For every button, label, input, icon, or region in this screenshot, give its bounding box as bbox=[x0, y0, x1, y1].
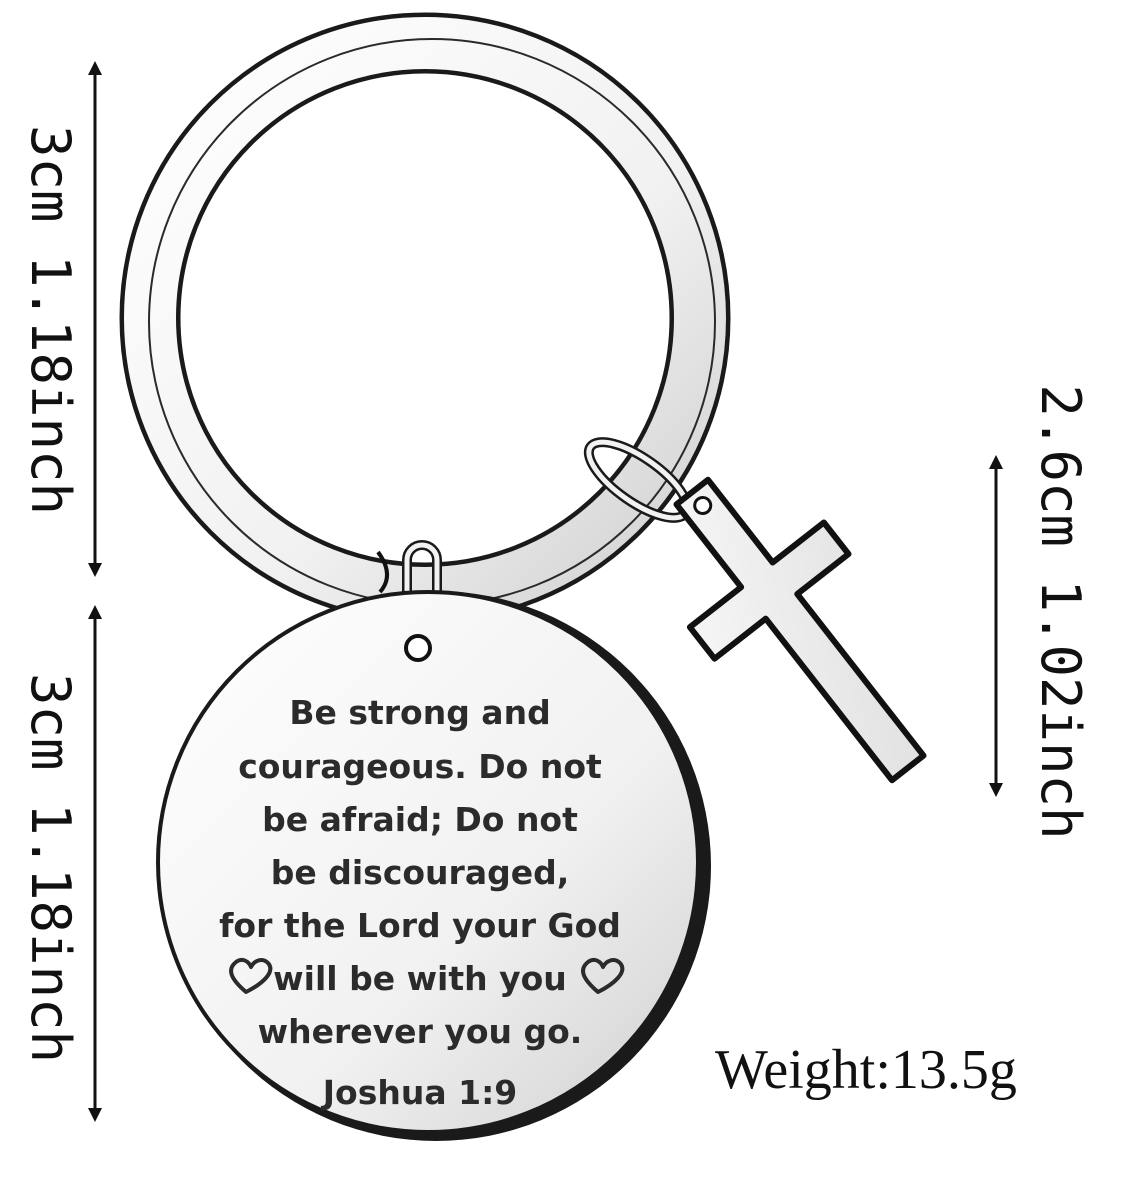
tag-dimension-label: 3cm 1.18inch bbox=[19, 673, 82, 1063]
left-heart-icon bbox=[229, 957, 273, 994]
engraving-line-3: be afraid; Do not bbox=[262, 800, 578, 839]
ring-dimension-label: 3cm 1.18inch bbox=[19, 125, 82, 515]
right-heart-icon bbox=[581, 957, 625, 994]
cross-dimension-label: 2.6cm 1.02inch bbox=[1029, 384, 1092, 839]
weight-label: Weight:13.5g bbox=[715, 1039, 1017, 1101]
engraving-line-1: Be strong and bbox=[289, 693, 550, 732]
tag-engraving: Be strong and courageous. Do not be afra… bbox=[219, 693, 621, 1112]
engraving-line-5: for the Lord your God bbox=[219, 906, 621, 945]
round-tag bbox=[156, 590, 711, 1141]
engraving-reference: Joshua 1:9 bbox=[321, 1073, 517, 1112]
cross-icon bbox=[673, 476, 927, 784]
split-key-ring bbox=[119, 12, 731, 624]
engraving-line-7: wherever you go. bbox=[258, 1012, 583, 1051]
engraving-line-6: will be with you bbox=[273, 959, 567, 998]
engraving-line-4: be discouraged, bbox=[271, 853, 570, 892]
engraving-line-2: courageous. Do not bbox=[238, 747, 602, 786]
